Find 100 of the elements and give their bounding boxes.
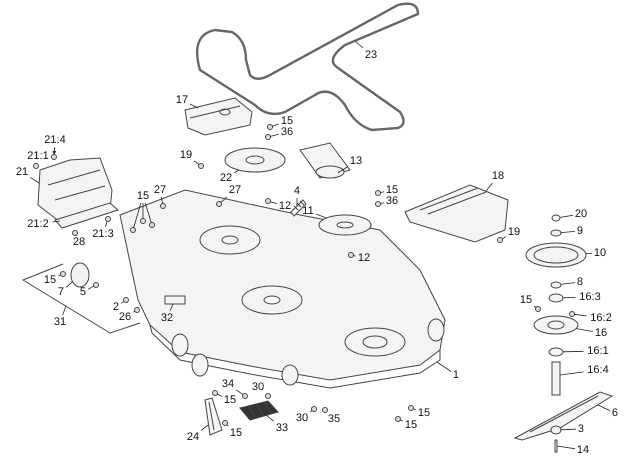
bolt bbox=[265, 393, 271, 399]
callout-number: 15 bbox=[518, 294, 534, 306]
nut bbox=[267, 124, 273, 130]
leader-line bbox=[380, 191, 384, 193]
callout-number: 16:2 bbox=[588, 312, 614, 324]
callout-number: 27 bbox=[152, 184, 168, 196]
leader-line bbox=[296, 198, 298, 206]
callout-number: 15 bbox=[42, 274, 58, 286]
callout-number: 36 bbox=[384, 195, 400, 207]
callout-number: 6 bbox=[610, 407, 620, 419]
callout-number: 15 bbox=[416, 407, 432, 419]
callout-number: 32 bbox=[160, 312, 174, 324]
belt-cover bbox=[404, 184, 509, 243]
callout-number: 30 bbox=[250, 381, 266, 393]
bolt bbox=[348, 252, 354, 258]
knob bbox=[51, 154, 57, 160]
callout-number: 33 bbox=[274, 422, 290, 434]
pulley bbox=[242, 286, 302, 314]
leader-line bbox=[66, 281, 73, 288]
callout-number: 21:3 bbox=[90, 228, 116, 240]
bolt bbox=[535, 306, 541, 312]
bolt bbox=[105, 216, 111, 222]
leader-line bbox=[338, 166, 348, 174]
leader-line bbox=[574, 314, 587, 316]
nut bbox=[222, 420, 228, 426]
callout-number: 15 bbox=[228, 427, 244, 439]
leader-line bbox=[266, 414, 274, 422]
seal bbox=[569, 311, 575, 317]
mounting-bracket bbox=[54, 202, 119, 229]
idler-arm bbox=[299, 142, 351, 179]
bolt bbox=[72, 230, 78, 236]
leader-line bbox=[270, 201, 278, 204]
roller bbox=[192, 354, 208, 376]
callout-number: 15 bbox=[404, 419, 418, 431]
roller bbox=[282, 364, 298, 386]
callout-number: 34 bbox=[220, 378, 236, 390]
roller bbox=[428, 318, 444, 342]
callout-number: 27 bbox=[228, 184, 242, 196]
callout-number: 31 bbox=[52, 316, 68, 328]
roller bbox=[172, 334, 188, 356]
leader-line bbox=[160, 196, 163, 204]
callout-number: 7 bbox=[56, 286, 66, 298]
leader-line bbox=[170, 304, 174, 312]
leader-line bbox=[598, 404, 610, 411]
callout-number: 22 bbox=[218, 172, 234, 184]
pulley bbox=[224, 148, 286, 172]
leader-line bbox=[316, 214, 327, 218]
clip bbox=[33, 163, 39, 169]
callout-number: 15 bbox=[222, 394, 238, 406]
leader-line bbox=[88, 286, 94, 290]
callout-number: 1 bbox=[452, 369, 460, 381]
leader-line bbox=[236, 389, 244, 395]
spindle-shaft bbox=[552, 362, 560, 396]
callout-number: 12 bbox=[278, 200, 292, 212]
leader-line bbox=[560, 214, 574, 218]
leader-line bbox=[226, 424, 229, 426]
leader-line bbox=[560, 282, 576, 285]
callout-number: 17 bbox=[174, 94, 190, 106]
leader-line bbox=[412, 408, 416, 410]
pulley bbox=[344, 328, 406, 356]
callout-number: 19 bbox=[506, 226, 522, 238]
callout-number: 15 bbox=[136, 190, 150, 202]
nut bbox=[375, 190, 381, 196]
bolt bbox=[216, 201, 222, 207]
bolt bbox=[160, 203, 166, 209]
bolt bbox=[242, 393, 248, 399]
leader-line bbox=[560, 372, 584, 376]
callout-number: 9 bbox=[576, 225, 584, 237]
assembly-bracket bbox=[22, 264, 140, 334]
leader-line bbox=[144, 202, 152, 223]
leader-line bbox=[576, 328, 594, 332]
nut bbox=[130, 227, 136, 233]
callout-number: 24 bbox=[186, 431, 200, 443]
callout-number: 26 bbox=[118, 311, 132, 323]
bolt bbox=[311, 406, 317, 412]
callout-number: 16 bbox=[594, 327, 608, 339]
callout-number: 12 bbox=[356, 252, 372, 264]
callout-number: 13 bbox=[348, 155, 364, 167]
callout-number: 14 bbox=[576, 444, 590, 456]
nut bbox=[550, 426, 562, 434]
callout-number: 11 bbox=[300, 205, 316, 217]
leader-line bbox=[120, 301, 124, 304]
leader-line bbox=[310, 410, 312, 412]
washer bbox=[550, 230, 562, 236]
leader-line bbox=[400, 420, 404, 422]
nut bbox=[395, 416, 401, 422]
bolt bbox=[554, 440, 558, 452]
leader-line bbox=[52, 146, 56, 155]
leader-line bbox=[353, 255, 356, 256]
leader-line bbox=[556, 446, 576, 450]
callout-number: 16:1 bbox=[584, 345, 612, 357]
callout-number: 36 bbox=[280, 126, 294, 138]
leader-line bbox=[354, 40, 364, 48]
washer bbox=[550, 282, 562, 288]
callout-number: 15 bbox=[384, 184, 400, 196]
leader-line bbox=[58, 274, 62, 277]
leader-line bbox=[272, 124, 280, 127]
washer bbox=[375, 201, 381, 207]
pulley bbox=[200, 226, 260, 254]
callout-number: 21:2 bbox=[24, 218, 52, 230]
